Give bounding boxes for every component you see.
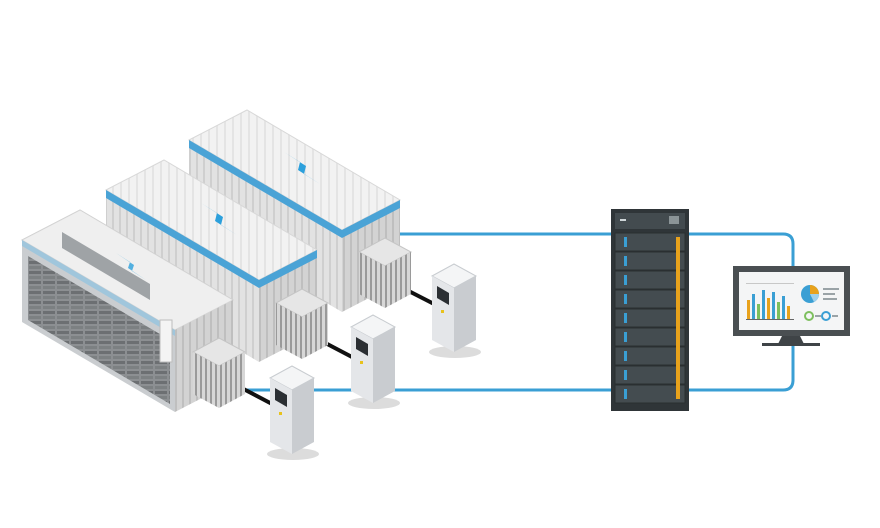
rack-orange-indicator — [676, 237, 680, 399]
server-rack — [611, 209, 689, 411]
lightning-icon — [116, 253, 146, 280]
connection-lines — [240, 232, 795, 392]
rack-blue-indicators — [624, 237, 627, 399]
dashboard-donut-charts — [804, 311, 838, 321]
charging-cabinet-3 — [267, 365, 319, 460]
rack-units — [614, 232, 686, 404]
charging-cabinet-1 — [429, 263, 481, 358]
dashboard-pie-chart — [801, 285, 839, 303]
pcs-unit-3 — [191, 337, 247, 408]
monitoring-dashboard — [733, 266, 850, 346]
dashboard-bar-chart — [746, 283, 794, 320]
pcs-unit-1 — [357, 237, 413, 308]
lightning-icon — [201, 203, 237, 235]
pcs-unit-2 — [274, 288, 330, 359]
battery-container-open — [20, 209, 235, 412]
charging-cabinet-2 — [348, 314, 400, 409]
bottom-connection-line — [240, 345, 795, 392]
lightning-icon — [284, 152, 320, 184]
top-connection-line — [390, 232, 795, 266]
